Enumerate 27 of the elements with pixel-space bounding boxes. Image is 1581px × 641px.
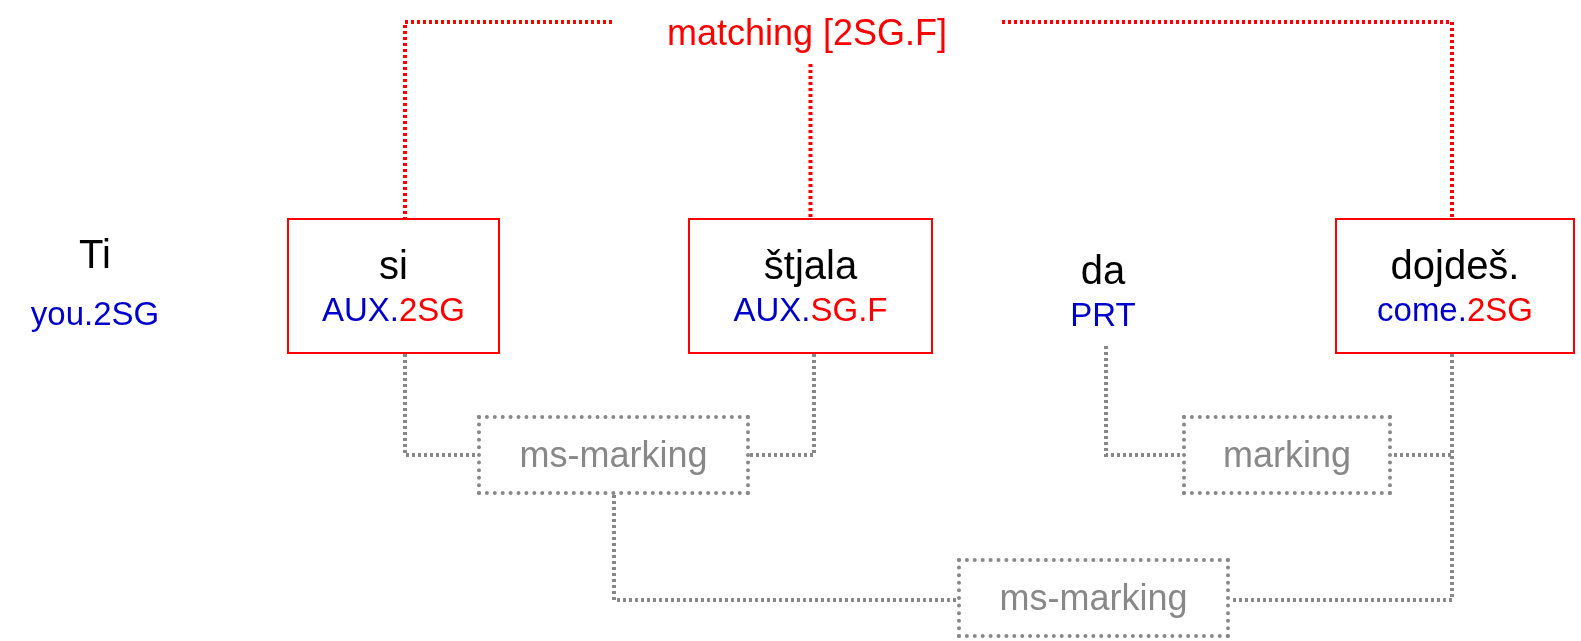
word: dojdeš. xyxy=(1390,242,1520,289)
word: štjala xyxy=(763,242,858,289)
gloss: come.2SG xyxy=(1377,290,1533,330)
feature-label: matching [2SG.F] xyxy=(666,11,948,55)
gloss: AUX.SG.F xyxy=(733,290,888,330)
word: Ti xyxy=(78,231,112,278)
word-box xyxy=(688,218,933,354)
dotted-connector xyxy=(403,20,612,218)
dotted-connector xyxy=(1002,20,1454,218)
dotted-connector xyxy=(403,354,477,457)
node-label: ms-marking xyxy=(999,576,1188,620)
dotted-box xyxy=(477,415,750,495)
node-label: marking xyxy=(1222,433,1351,477)
gloss: AUX.2SG xyxy=(321,290,466,330)
dotted-connector xyxy=(612,495,957,602)
word: da xyxy=(1080,247,1126,294)
dotted-connector xyxy=(1104,346,1182,457)
dotted-connector xyxy=(750,354,816,457)
dotted-box xyxy=(1182,415,1392,495)
word: si xyxy=(379,242,408,289)
dotted-connector xyxy=(808,64,813,218)
word-box xyxy=(1335,218,1575,354)
node-label: ms-marking xyxy=(519,433,708,477)
gloss: you.2SG xyxy=(29,294,161,334)
dotted-box xyxy=(957,558,1230,638)
gloss: PRT xyxy=(1070,295,1136,335)
word-box xyxy=(287,218,500,354)
